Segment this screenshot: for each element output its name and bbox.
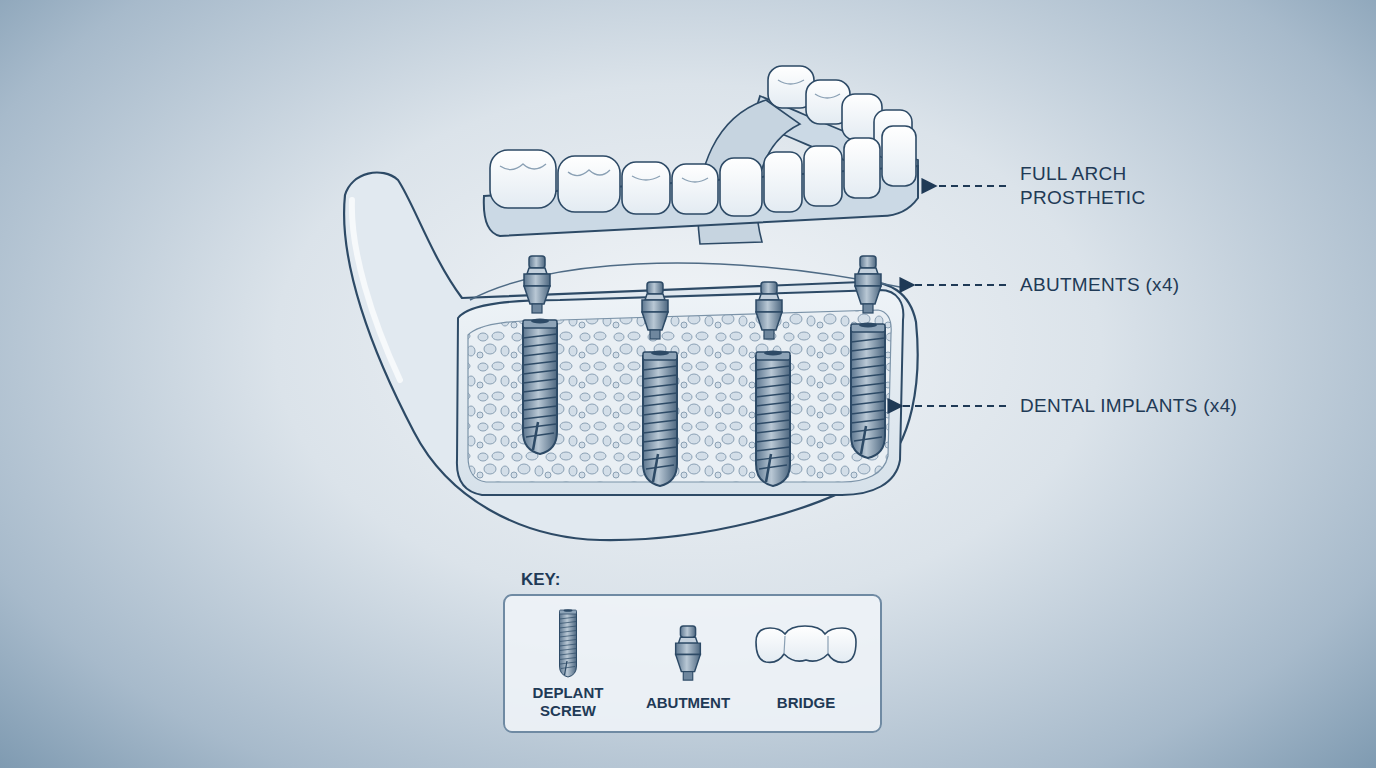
abutments: [524, 256, 881, 339]
bone-section: [457, 290, 903, 495]
key-box: KEY:DEPLANT SCREWABUTMENTBRIDGE: [503, 594, 882, 733]
bridge-icon: [756, 626, 856, 662]
abutment: [756, 282, 782, 339]
leader-lines: [902, 186, 1006, 406]
implant: [756, 351, 790, 487]
implant: [643, 351, 677, 487]
abutment: [642, 282, 668, 339]
screw-icon: [560, 609, 577, 677]
callout-label: ABUTMENTS (x4): [1020, 273, 1280, 297]
callout-label: DENTAL IMPLANTS (x4): [1020, 394, 1320, 418]
implant: [523, 319, 557, 455]
implant: [851, 323, 885, 459]
full-arch-prosthetic: [484, 66, 918, 244]
abutment: [855, 256, 881, 313]
legend-label: BRIDGE: [751, 694, 861, 712]
key-heading: KEY:: [521, 570, 560, 590]
callout-label: FULL ARCH PROSTHETIC: [1020, 162, 1170, 210]
legend-label: DEPLANT SCREW: [518, 684, 618, 720]
key-box-fill: [503, 594, 882, 733]
abutment-icon: [676, 626, 701, 680]
legend-label: ABUTMENT: [633, 694, 743, 712]
key-icons: [560, 609, 857, 680]
abutment: [524, 256, 550, 313]
cancellous-bone: [468, 310, 891, 482]
dental-implants: [523, 319, 885, 487]
